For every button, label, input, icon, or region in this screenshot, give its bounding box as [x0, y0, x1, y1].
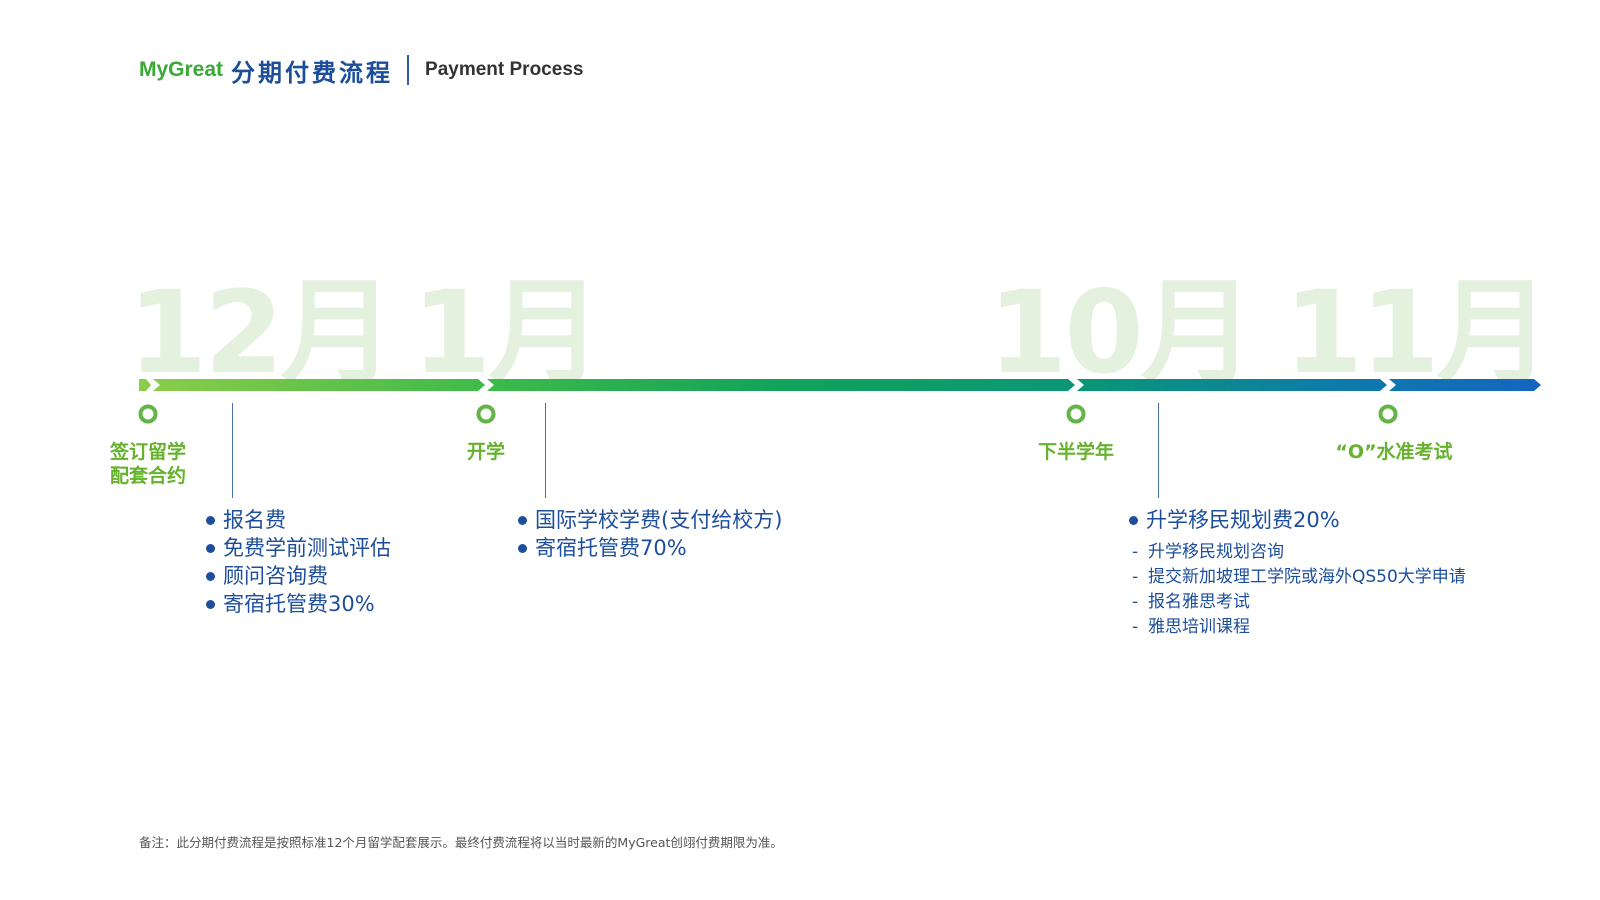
connector-line: [1158, 403, 1159, 498]
list-item: 顾问咨询费: [205, 562, 391, 590]
timeline-bar: [139, 379, 1541, 391]
footnote: 备注：此分期付费流程是按照标准12个月留学配套展示。最终付费流程将以当时最新的M…: [139, 835, 783, 850]
list-item: 报名费: [205, 506, 391, 534]
timeline-segment-2: [487, 379, 1075, 391]
month-oct: 10月: [988, 266, 1255, 399]
list-item: 升学移民规划费20%: [1128, 506, 1340, 534]
list-item: 寄宿托管费70%: [517, 534, 782, 562]
header: MyGreat 分期付费流程 Payment Process: [139, 52, 583, 88]
list-item: 国际学校学费(支付给校方): [517, 506, 782, 534]
timeline-node-contract: [138, 404, 158, 424]
timeline-segment-start: [139, 379, 151, 391]
fee-list-school-start: 国际学校学费(支付给校方) 寄宿托管费70%: [517, 506, 782, 562]
list-item: 报名雅思考试: [1132, 590, 1466, 615]
month-dec: 12月: [128, 266, 395, 399]
list-item: 雅思培训课程: [1132, 615, 1466, 640]
stage-label-school-start: 开学: [466, 441, 506, 463]
month-labels: 12月 1月 10月 11月: [0, 270, 1600, 395]
connector-line: [545, 403, 546, 498]
fee-sublist-second-half: 升学移民规划咨询 提交新加坡理工学院或海外QS50大学申请 报名雅思考试 雅思培…: [1132, 540, 1466, 640]
timeline-node-second-half: [1066, 404, 1086, 424]
timeline-segment-1: [153, 379, 485, 391]
fee-list-second-half: 升学移民规划费20%: [1128, 506, 1340, 534]
list-item: 免费学前测试评估: [205, 534, 391, 562]
connector-line: [232, 403, 233, 498]
timeline-segment-3: [1077, 379, 1387, 391]
timeline-node-school-start: [476, 404, 496, 424]
stage-label-contract: 签订留学配套合约: [109, 441, 186, 487]
fee-list-contract: 报名费 免费学前测试评估 顾问咨询费 寄宿托管费30%: [205, 506, 391, 618]
page-subtitle: Payment Process: [425, 59, 584, 80]
list-item: 升学移民规划咨询: [1132, 540, 1466, 565]
list-item: 提交新加坡理工学院或海外QS50大学申请: [1132, 565, 1466, 590]
stage-label-o-level: “O”水准考试: [1335, 441, 1453, 463]
timeline-segment-4: [1389, 379, 1541, 391]
header-divider: [407, 55, 410, 85]
month-nov: 11月: [1284, 266, 1551, 399]
month-jan: 1月: [412, 266, 602, 399]
brand-logo: MyGreat: [139, 58, 224, 81]
stage-label-second-half: 下半学年: [1037, 441, 1115, 463]
list-item: 寄宿托管费30%: [205, 590, 391, 618]
timeline-node-o-level: [1378, 404, 1398, 424]
page-title: 分期付费流程: [231, 58, 394, 87]
